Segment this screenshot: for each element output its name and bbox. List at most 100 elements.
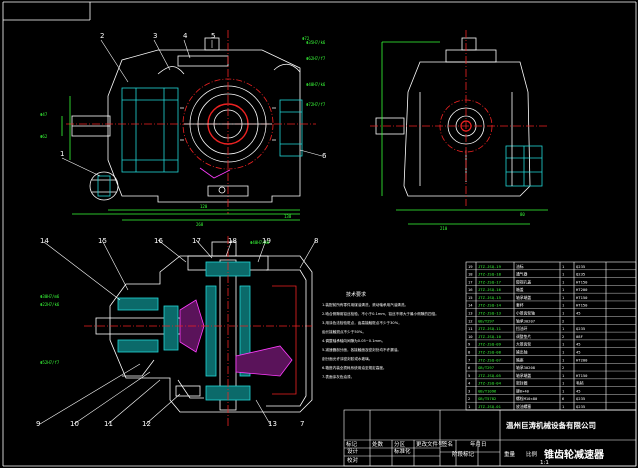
front-lid (177, 55, 229, 67)
bom-cell: 2 (468, 396, 470, 401)
bom-cell: JTZ-JSQ-08 (478, 349, 502, 354)
bom-cell: 1 (562, 326, 565, 331)
bom-cell: GB/T297 (478, 365, 494, 370)
tech-notes-lines: 1.装配前所有零件用煤油清洗，滚动轴承用汽油清洗。2.啮合侧隙用铅丝检验，不小于… (322, 302, 439, 379)
bom-cell: 10 (468, 334, 473, 339)
fit-annotation: Φ52H7/f7 (40, 360, 60, 365)
side-housing-outline (403, 61, 531, 197)
title-block-header-cell: 签名 (442, 440, 453, 448)
bom-cell: 轴承30208 (516, 365, 536, 370)
title-block-scale-value: 1:1 (540, 460, 549, 466)
bom-cell: 箱座 (516, 357, 524, 362)
bom-cell: HT150 (576, 279, 588, 284)
bom-cell: 1 (562, 342, 565, 347)
bom-cell: 1 (562, 388, 565, 393)
bom-cell: JTZ-JSQ-05 (478, 373, 501, 378)
fit-annotation: Φ22H7/k6 (40, 302, 60, 307)
bom-cell: 2 (562, 334, 564, 339)
dimension-label: 120 (200, 204, 208, 209)
part-number: 17 (192, 237, 201, 245)
tech-note-line: 5.减速器剖分面，各接触面及密封处均不许漏油。 (322, 347, 401, 352)
title-block-header-cell: 标记 (346, 440, 358, 448)
tech-note-line: 6.箱座内装全损耗系统用油至规定高度。 (322, 365, 387, 370)
section-bevel-gear (235, 345, 293, 377)
dimension-label: 130 (284, 214, 292, 219)
bom-cell: 调整垫片 (516, 334, 531, 339)
dimension-label: Φ62 (40, 134, 48, 139)
bom-cell: Q235 (576, 272, 585, 277)
bom-cell: 1 (562, 381, 565, 386)
title-block-check: 校对 (347, 456, 359, 464)
part-number: 11 (104, 420, 113, 428)
bom-cell: JTZ-JSQ-11 (478, 326, 502, 331)
title-block-standard: 标准化 (394, 447, 411, 455)
bom-cell: 1 (562, 279, 565, 284)
bom-cell: 6 (468, 365, 471, 370)
part-number: 14 (40, 237, 49, 245)
bom-cell: 45 (576, 311, 581, 316)
dimension-label: Φ72 (302, 36, 310, 41)
fit-annotation: Φ35H7/k6 (306, 40, 326, 45)
bom-cell: 2 (562, 318, 564, 323)
bom-cell: GB/T1096 (478, 388, 497, 393)
bom-cell: 1 (562, 373, 565, 378)
bom-cell: 箱盖 (516, 287, 524, 292)
fit-annotations: Φ35H7/k6Φ62H7/f7Φ40H7/k6Φ72H7/f7Φ30H7/m6… (40, 40, 326, 365)
bom-cell: 1 (562, 272, 565, 277)
bom-cell: 毛毡 (576, 381, 584, 386)
bom-cell: JTZ-JSQ-18 (478, 272, 502, 277)
bom-cell: JTZ-JSQ-17 (478, 279, 501, 284)
bom-cell: JTZ-JSQ-14 (478, 303, 502, 308)
bom-cell: 45 (576, 388, 581, 393)
bom-cell: 1 (562, 357, 565, 362)
bom-cell: 18 (468, 272, 473, 277)
bom-cell: 1 (562, 349, 565, 354)
bom-cell: 键8×40 (516, 388, 530, 393)
part-number: 6 (322, 152, 327, 160)
bom-cell: 密封圈 (516, 381, 528, 386)
bom-cell: 45 (576, 342, 581, 347)
bom-cell: JTZ-JSQ-04 (478, 381, 502, 386)
dimension-label: 268 (196, 222, 204, 227)
bom-cell: 5 (468, 373, 470, 378)
bom-cell: 4 (468, 381, 471, 386)
bom-cell: 9 (468, 342, 471, 347)
tech-note-line: 1.装配前所有零件用煤油清洗，滚动轴承用汽油清洗。 (322, 302, 408, 307)
dimension-label: 80 (520, 212, 525, 217)
front-breather (204, 37, 220, 51)
title-block: 温州巨涛机械设备有限公司 锥齿轮减速器 标记处数分区更改文件号签名年月日 设计 … (346, 420, 605, 466)
front-view (61, 30, 316, 221)
bom-cell: JTZ-JSQ-07 (478, 357, 501, 362)
bom-cell: Q235 (576, 396, 585, 401)
bom-cell: 08F (576, 334, 584, 339)
part-number: 8 (314, 237, 318, 245)
part-number: 13 (268, 420, 277, 428)
bom-cell: 油标 (516, 264, 524, 269)
front-detail-circle (89, 171, 119, 201)
bom-cell: 输出轴 (516, 349, 528, 354)
bom-cell: 2 (562, 365, 564, 370)
bom-cell: 14 (468, 303, 473, 308)
part-number: 9 (36, 420, 40, 428)
tech-note-line: 4.调整轴承轴向间隙为0.05~0.1mm。 (322, 338, 385, 343)
title-block-grid (343, 261, 637, 467)
bom-cell: JTZ-JSQ-09 (478, 342, 502, 347)
fit-annotation: Φ30H7/m6 (40, 294, 60, 299)
bom-cell: 轴承端盖 (516, 373, 531, 378)
tech-notes-title: 技术要求 (346, 291, 366, 298)
bom-cell: 大锥齿轮 (516, 342, 531, 347)
bom-cell: 7 (468, 357, 470, 362)
bom-cell: 套杯 (516, 303, 524, 308)
bom-cell: 6 (562, 396, 565, 401)
